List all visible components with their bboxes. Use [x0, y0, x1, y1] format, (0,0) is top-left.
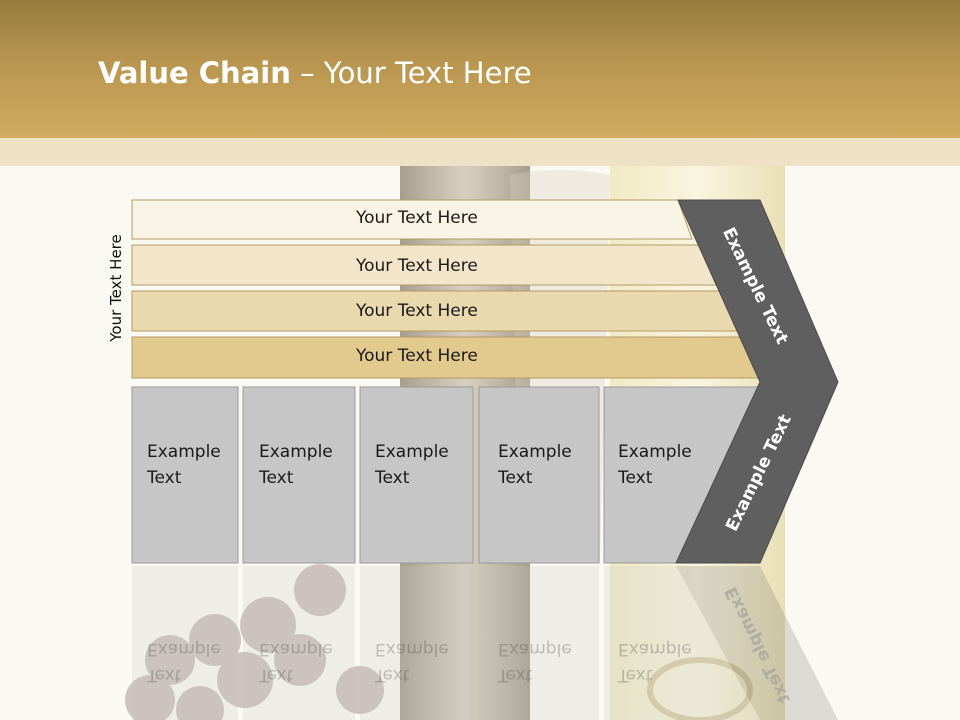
cells-reflection — [132, 566, 760, 720]
header-band — [0, 0, 960, 138]
cell-reflection-5: Text Example — [618, 636, 692, 688]
chain-cell-2 — [242, 386, 356, 564]
cell-4-line1: Example — [498, 442, 572, 462]
header-subband — [0, 138, 960, 166]
row-label-4: Your Text Here — [356, 346, 478, 366]
cell-5-line1: Example — [618, 442, 692, 462]
cell-reflection-1-line1: Example — [147, 639, 221, 659]
row-band-1 — [131, 199, 693, 240]
cell-reflection-3: Text Example — [375, 636, 449, 688]
cell-reflection-5-line2: Text — [618, 665, 653, 685]
cell-reflection-3-line1: Example — [375, 639, 449, 659]
row-label-3: Your Text Here — [356, 301, 478, 321]
cell-reflection-2-line1: Example — [259, 639, 333, 659]
chevron-reflection — [676, 566, 838, 720]
slide-title: Value Chain – Your Text Here — [98, 56, 532, 90]
row-label-2: Your Text Here — [356, 256, 478, 276]
chevron-arrow — [675, 199, 839, 564]
title-rest: – Your Text Here — [290, 56, 532, 90]
cell-reflection-4: Text Example — [498, 636, 572, 688]
chain-cell-4 — [478, 386, 600, 564]
cell-reflection-4-line1: Example — [498, 639, 572, 659]
title-bold: Value Chain — [98, 56, 291, 90]
cell-2-line1: Example — [259, 442, 333, 462]
row-label-1: Your Text Here — [356, 208, 478, 228]
cell-reflection-1: Text Example — [147, 636, 221, 688]
cell-reflection-2-line2: Text — [259, 665, 294, 685]
cell-reflection-1-line2: Text — [147, 665, 182, 685]
cell-2-line2: Text — [259, 468, 294, 488]
chain-cell-1 — [131, 386, 239, 564]
cell-3-line2: Text — [375, 468, 410, 488]
side-label: Your Text Here — [107, 234, 125, 342]
cell-reflection-3-line2: Text — [375, 665, 410, 685]
cell-3-line1: Example — [375, 442, 449, 462]
cell-5-line2: Text — [618, 468, 653, 488]
cell-reflection-2: Text Example — [259, 636, 333, 688]
chain-cell-3 — [359, 386, 474, 564]
cell-reflection-5-line1: Example — [618, 639, 692, 659]
cell-1-line1: Example — [147, 442, 221, 462]
cell-1-line2: Text — [147, 468, 182, 488]
cell-4-line2: Text — [498, 468, 533, 488]
cell-reflection-4-line2: Text — [498, 665, 533, 685]
